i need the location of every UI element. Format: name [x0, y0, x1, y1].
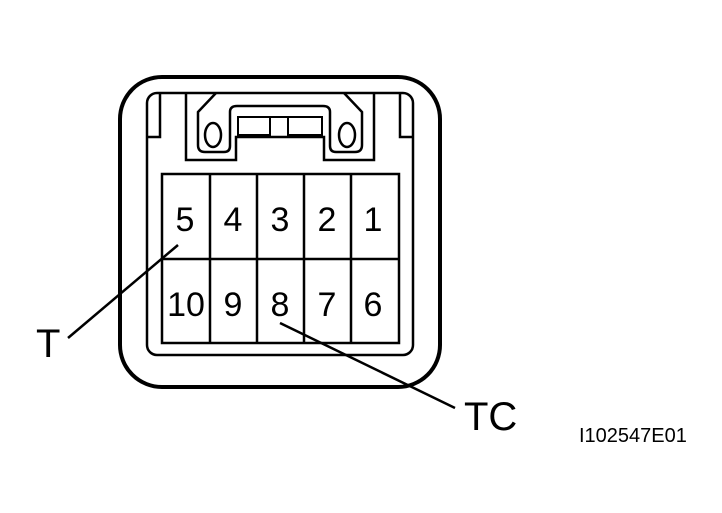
- callout-label-tc: TC: [464, 395, 517, 439]
- latch-hole-left: [203, 121, 223, 149]
- lock-tab-left: [237, 116, 271, 136]
- lock-latch: [184, 93, 376, 162]
- pin-label: 10: [167, 286, 205, 324]
- pin-label: 3: [271, 201, 290, 239]
- connector-inner-housing: [145, 91, 415, 357]
- left-notch: [147, 93, 162, 139]
- callout-line-t: [67, 244, 179, 339]
- latch-hole-right: [337, 121, 357, 149]
- pin-label: 9: [224, 286, 243, 324]
- pin-label: 5: [176, 201, 195, 239]
- lock-tab-right: [287, 116, 323, 136]
- pin-label: 8: [271, 286, 290, 324]
- connector-outer-housing: [118, 75, 442, 389]
- callout-line-tc: [279, 321, 456, 410]
- pin-label: 7: [318, 286, 337, 324]
- callout-label-t: T: [36, 322, 60, 366]
- pin-label: 4: [224, 201, 243, 239]
- figure-code: I102547E01: [579, 425, 687, 447]
- pin-label: 6: [364, 286, 383, 324]
- pin-label: 2: [318, 201, 337, 239]
- lock-latch-inner: [196, 92, 364, 154]
- pin-label: 1: [364, 201, 383, 239]
- right-notch: [398, 93, 413, 139]
